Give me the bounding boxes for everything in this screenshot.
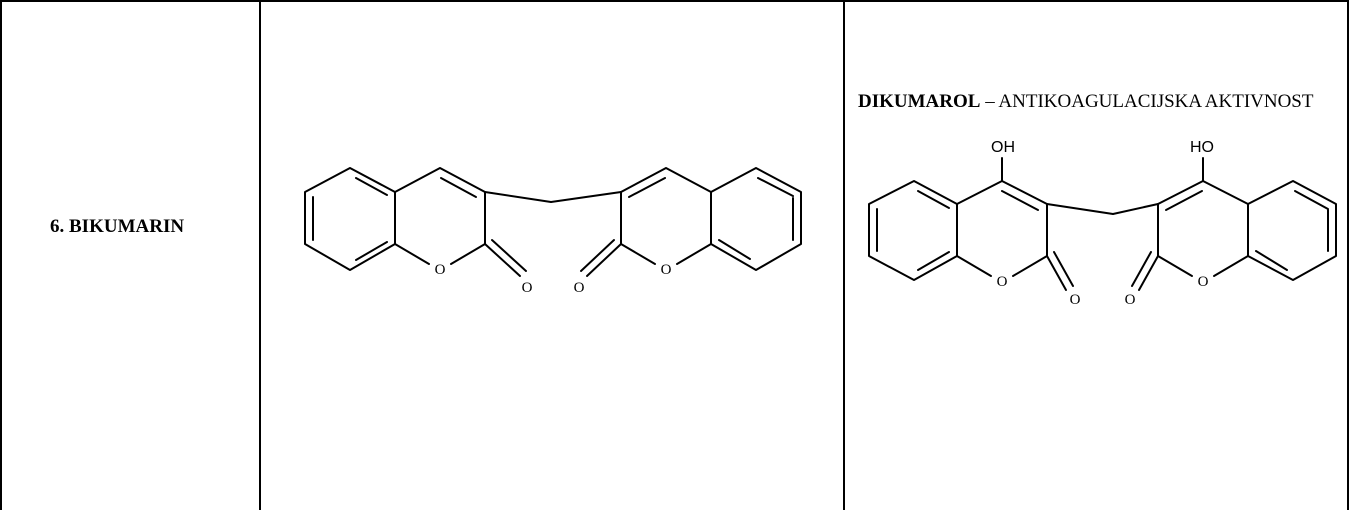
compound-name: 6. BIKUMARIN — [50, 216, 185, 237]
dikumarol-ring-oxygen-left: O — [997, 274, 1008, 290]
bikumarin-ring-oxygen-right: O — [661, 262, 672, 278]
bikumarin-carbonyl-oxygen-left: O — [522, 280, 533, 296]
column-divider-2 — [843, 0, 845, 510]
bikumarin-carbonyl-oxygen-right: O — [574, 280, 585, 296]
dikumarol-heading: DIKUMAROL – ANTIKOAGULACIJSKA AKTIVNOST — [858, 90, 1328, 114]
dikumarol-ring-oxygen-right: O — [1198, 274, 1209, 290]
compound-name-cell: 6. BIKUMARIN — [0, 0, 259, 510]
table-right-border — [1347, 0, 1349, 510]
dikumarol-hydroxyl-left: OH — [991, 139, 1015, 156]
dikumarol-activity: – ANTIKOAGULACIJSKA AKTIVNOST — [980, 91, 1314, 112]
column-divider-1 — [259, 0, 261, 510]
dikumarol-structure: OH HO O O O O — [868, 139, 1337, 308]
dikumarol-cell: DIKUMAROL – ANTIKOAGULACIJSKA AKTIVNOST — [845, 0, 1347, 510]
dikumarol-title: DIKUMAROL — [858, 91, 981, 112]
table-top-border — [0, 0, 1349, 2]
bikumarin-ring-oxygen-left: O — [435, 262, 446, 278]
dikumarol-carbonyl-oxygen-right: O — [1125, 292, 1136, 308]
table-left-border — [0, 0, 2, 510]
bikumarin-structure: O O O O — [304, 167, 802, 296]
dikumarol-carbonyl-oxygen-left: O — [1070, 292, 1081, 308]
bikumarin-structure-cell: O O O O — [261, 0, 843, 510]
dikumarol-hydroxyl-right: HO — [1190, 139, 1214, 156]
